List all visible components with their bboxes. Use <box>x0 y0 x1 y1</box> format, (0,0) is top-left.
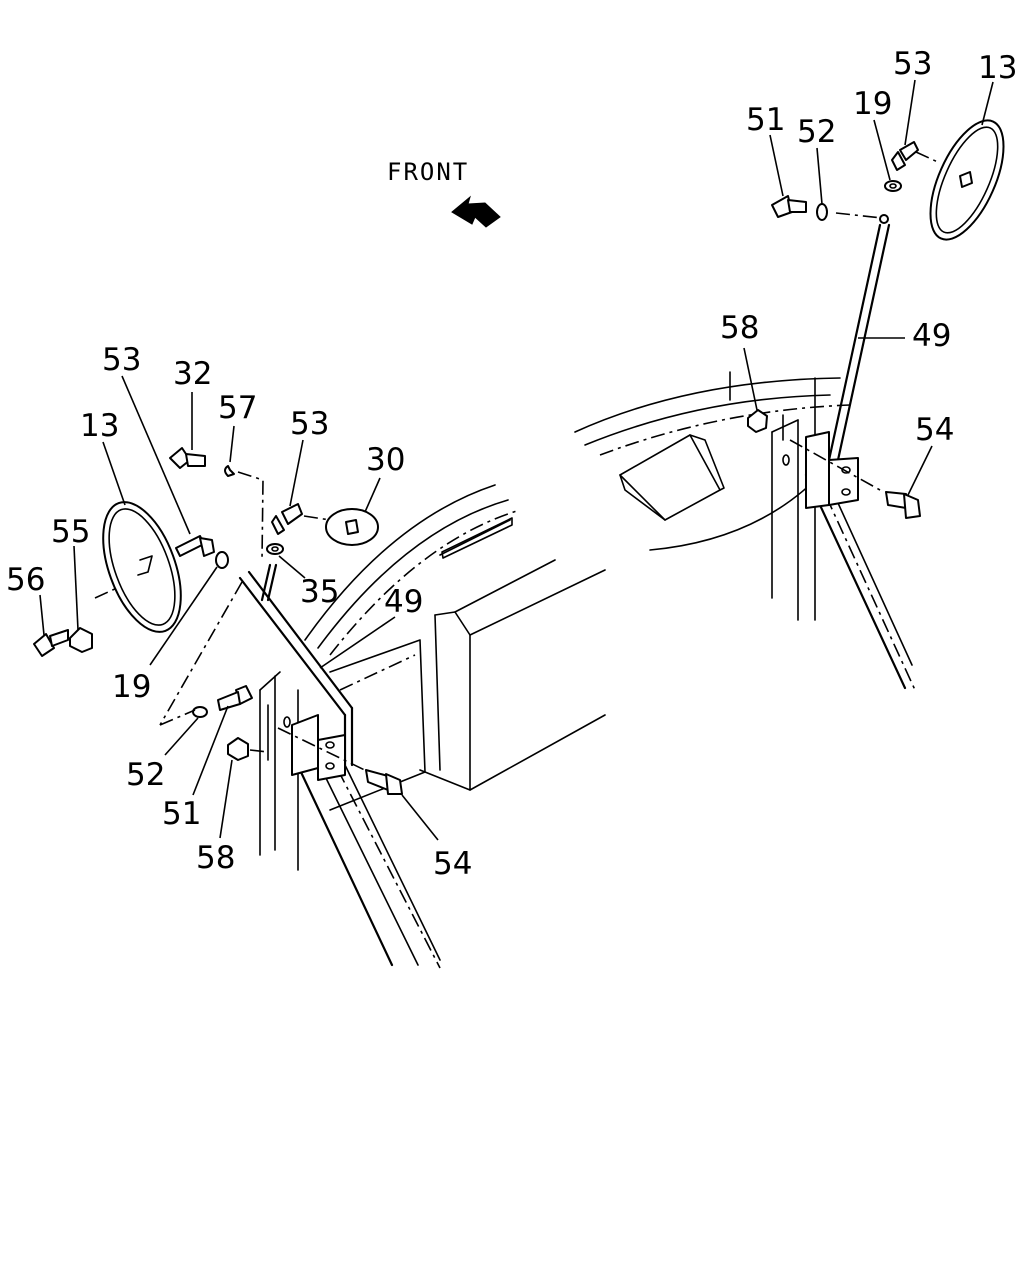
callouts-left: 53 32 57 53 30 13 55 56 19 35 49 52 51 5… <box>6 342 472 882</box>
right-cab-body <box>574 371 916 691</box>
callout-49: 49 <box>912 318 951 354</box>
callout-51: 51 <box>162 796 201 832</box>
leader-lines <box>39 79 994 841</box>
right-mirror-stay <box>789 223 891 509</box>
callout-56: 56 <box>6 562 45 598</box>
callout-52: 52 <box>797 114 836 150</box>
callout-57: 57 <box>218 390 257 426</box>
right-mirror <box>915 119 1005 241</box>
callout-19: 19 <box>112 669 151 705</box>
callout-19: 19 <box>853 86 892 122</box>
callout-52: 52 <box>126 757 165 793</box>
callout-53: 53 <box>290 406 329 442</box>
callout-30: 30 <box>366 442 405 478</box>
callout-53: 53 <box>102 342 141 378</box>
callout-13: 13 <box>978 50 1017 86</box>
callout-13: 13 <box>80 408 119 444</box>
callout-53: 53 <box>893 46 932 82</box>
callouts-right: 53 13 51 52 19 58 49 54 <box>720 46 1017 448</box>
callout-32: 32 <box>173 356 212 392</box>
callout-58: 58 <box>196 840 235 876</box>
callout-55: 55 <box>51 514 90 550</box>
left-fasteners <box>33 447 403 795</box>
callout-51: 51 <box>746 102 785 138</box>
left-mirror-stay <box>238 563 376 781</box>
callout-58: 58 <box>720 310 759 346</box>
callout-54: 54 <box>915 412 954 448</box>
callout-49: 49 <box>384 584 423 620</box>
left-mirror <box>94 501 182 633</box>
right-fasteners <box>747 141 921 519</box>
left-cab-body <box>259 484 606 969</box>
callout-54: 54 <box>433 846 472 882</box>
front-indicator: FRONT <box>387 158 501 228</box>
front-arrow-icon <box>451 195 501 228</box>
callout-35: 35 <box>300 574 339 610</box>
front-label: FRONT <box>387 158 469 186</box>
